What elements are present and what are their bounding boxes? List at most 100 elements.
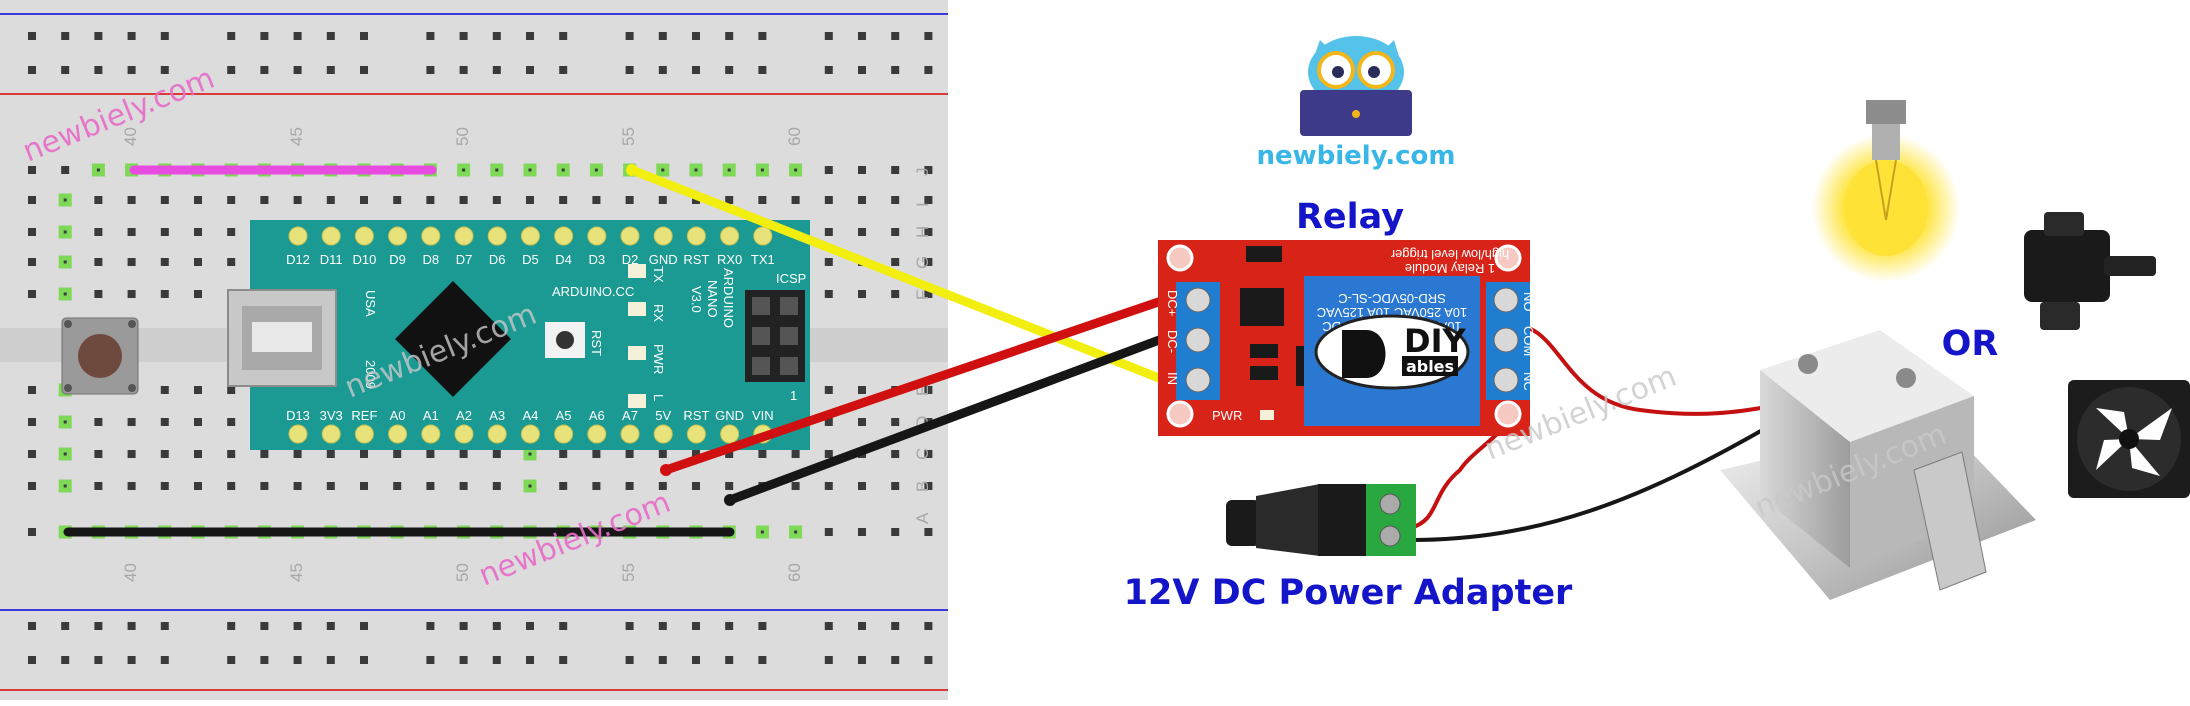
breadboard-hole — [592, 482, 601, 490]
breadboard-hole — [293, 450, 302, 458]
breadboard-hole — [824, 290, 833, 298]
arduino-pin — [653, 424, 673, 444]
breadboard-hole — [160, 258, 169, 266]
rail-hole — [227, 656, 236, 664]
breadboard-hole — [426, 196, 435, 204]
breadboard-hole — [924, 290, 933, 298]
arduino-pin-label: D12 — [286, 252, 310, 267]
breadboard-hole — [28, 258, 36, 266]
breadboard-hole — [194, 418, 202, 426]
one-label: 1 — [790, 388, 797, 403]
rail-hole — [94, 622, 103, 630]
column-number: 60 — [785, 563, 804, 582]
arduino-pin — [321, 424, 341, 444]
rail-hole — [28, 32, 36, 40]
diy-top: DIY — [1404, 322, 1466, 360]
breadboard-hole — [426, 450, 435, 458]
arduino-pin — [288, 424, 308, 444]
breadboard-hole — [858, 418, 866, 426]
rail-hole — [260, 32, 269, 40]
rail-hole — [824, 32, 833, 40]
arduino-pin-label: GND — [649, 252, 678, 267]
rail-hole — [758, 656, 767, 664]
arduino-pin — [354, 424, 374, 444]
row-letter: F — [913, 290, 932, 300]
breadboard-hole — [791, 450, 800, 458]
rail-hole — [625, 66, 634, 74]
arduino-cc-label: ARDUINO.CC — [552, 284, 634, 299]
rail-hole — [160, 66, 169, 74]
breadboard-hole — [656, 163, 670, 177]
arduino-pin — [454, 424, 474, 444]
arduino-pin-label: A7 — [622, 408, 638, 423]
rail-hole — [526, 656, 534, 664]
relay-pin-nc: NC — [1521, 372, 1536, 391]
breadboard-hole — [393, 450, 402, 458]
push-button — [61, 317, 139, 395]
arduino-pin-label: TX1 — [751, 252, 775, 267]
arduino-pin — [487, 424, 507, 444]
arduino-pin-label: D2 — [622, 252, 639, 267]
breadboard-hole — [194, 450, 202, 458]
rail-hole — [326, 622, 335, 630]
rail-hole — [426, 66, 435, 74]
relay-pin-no: NO — [1521, 292, 1536, 312]
lock-bolt — [1913, 451, 1987, 591]
relay-pin-com: COM — [1521, 326, 1536, 356]
arduino-pin — [686, 424, 706, 444]
relay-module: DC+ DC- IN PWR 1 Relay Module high/low l… — [1158, 240, 1536, 436]
rail-hole — [692, 656, 700, 664]
wire-yellow-signal — [627, 165, 1169, 385]
breadboard-hole — [28, 228, 36, 236]
breadboard-hole — [924, 528, 933, 536]
breadboard-hole — [658, 450, 667, 458]
rail-hole — [891, 656, 900, 664]
rail-hole — [725, 656, 734, 664]
breadboard-hole — [194, 482, 202, 490]
arduino-pin-label: VIN — [752, 408, 774, 423]
wires — [63, 164, 1773, 542]
arduino-pin — [720, 424, 740, 444]
relay-output-terminal — [1486, 282, 1530, 400]
rail-hole — [692, 32, 700, 40]
breadboard-hole — [227, 196, 236, 204]
breadboard-hole — [260, 196, 269, 204]
breadboard-hole — [459, 482, 468, 490]
arduino-pin-label: D3 — [588, 252, 605, 267]
breadboard-hole — [692, 450, 700, 458]
breadboard-hole — [58, 415, 72, 429]
breadboard-hole — [592, 450, 601, 458]
arduino-pin-label: A2 — [456, 408, 472, 423]
breadboard-hole — [758, 196, 767, 204]
breadboard-hole — [824, 450, 833, 458]
breadboard-hole — [891, 258, 900, 266]
rail-hole — [127, 656, 136, 664]
relay-spec-2: 10A 250VAC 10A 125VAC — [1317, 305, 1468, 320]
solenoid-lock — [1720, 330, 2036, 600]
breadboard-hole — [824, 166, 833, 174]
arduino-pin — [288, 226, 308, 246]
breadboard-hole — [824, 482, 833, 490]
breadboard-hole — [160, 290, 169, 298]
column-number: 40 — [121, 127, 140, 146]
breadboard-hole — [94, 450, 103, 458]
breadboard-hole — [858, 166, 866, 174]
breadboard-hole — [858, 196, 866, 204]
arduino-pin-label: D5 — [522, 252, 539, 267]
rail-hole — [28, 66, 36, 74]
rail-hole — [94, 32, 103, 40]
rail-hole — [492, 32, 501, 40]
relay-pin-dc-minus: DC- — [1165, 330, 1180, 353]
breadboard-hole — [924, 196, 933, 204]
rail-hole — [824, 66, 833, 74]
wire-black-adapter-to-lock — [1409, 426, 1767, 542]
arduino-pin — [354, 226, 374, 246]
arduino-board — [250, 220, 810, 450]
arduino-pin-label: RST — [683, 408, 709, 423]
rail-hole — [61, 32, 70, 40]
rail-hole — [824, 622, 833, 630]
breadboard-hole — [426, 482, 435, 490]
rail-hole — [891, 32, 900, 40]
